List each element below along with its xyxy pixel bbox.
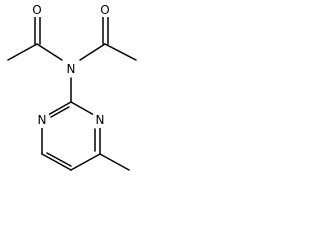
bond-ring-c6-c5-inner <box>46 152 72 167</box>
bond-right-methyl <box>104 43 137 61</box>
atom-nitrogen-ring-right: N <box>96 113 105 127</box>
bond-right-carbonyl-c-n <box>79 43 106 61</box>
bond-ring-methyl <box>99 153 130 171</box>
bond-ring-c6-c5 <box>41 153 72 171</box>
atom-oxygen-left: O <box>32 3 41 17</box>
bond-ring-n3-c2 <box>70 101 95 116</box>
bond-left-carbonyl-c-n <box>36 43 63 61</box>
atom-labels: O O N N N <box>31 3 112 128</box>
chemical-structure: O O N N N <box>7 3 137 171</box>
atom-nitrogen-amide: N <box>67 62 76 76</box>
atom-nitrogen-ring-left: N <box>38 113 47 127</box>
bond-ring-c5-c4 <box>70 153 101 171</box>
bond-ring-c2-n1 <box>47 101 72 116</box>
bond-left-methyl <box>7 43 38 61</box>
bond-ring-c2-n1-inner <box>50 106 70 118</box>
bonds <box>7 15 137 171</box>
atom-oxygen-right: O <box>100 3 109 17</box>
